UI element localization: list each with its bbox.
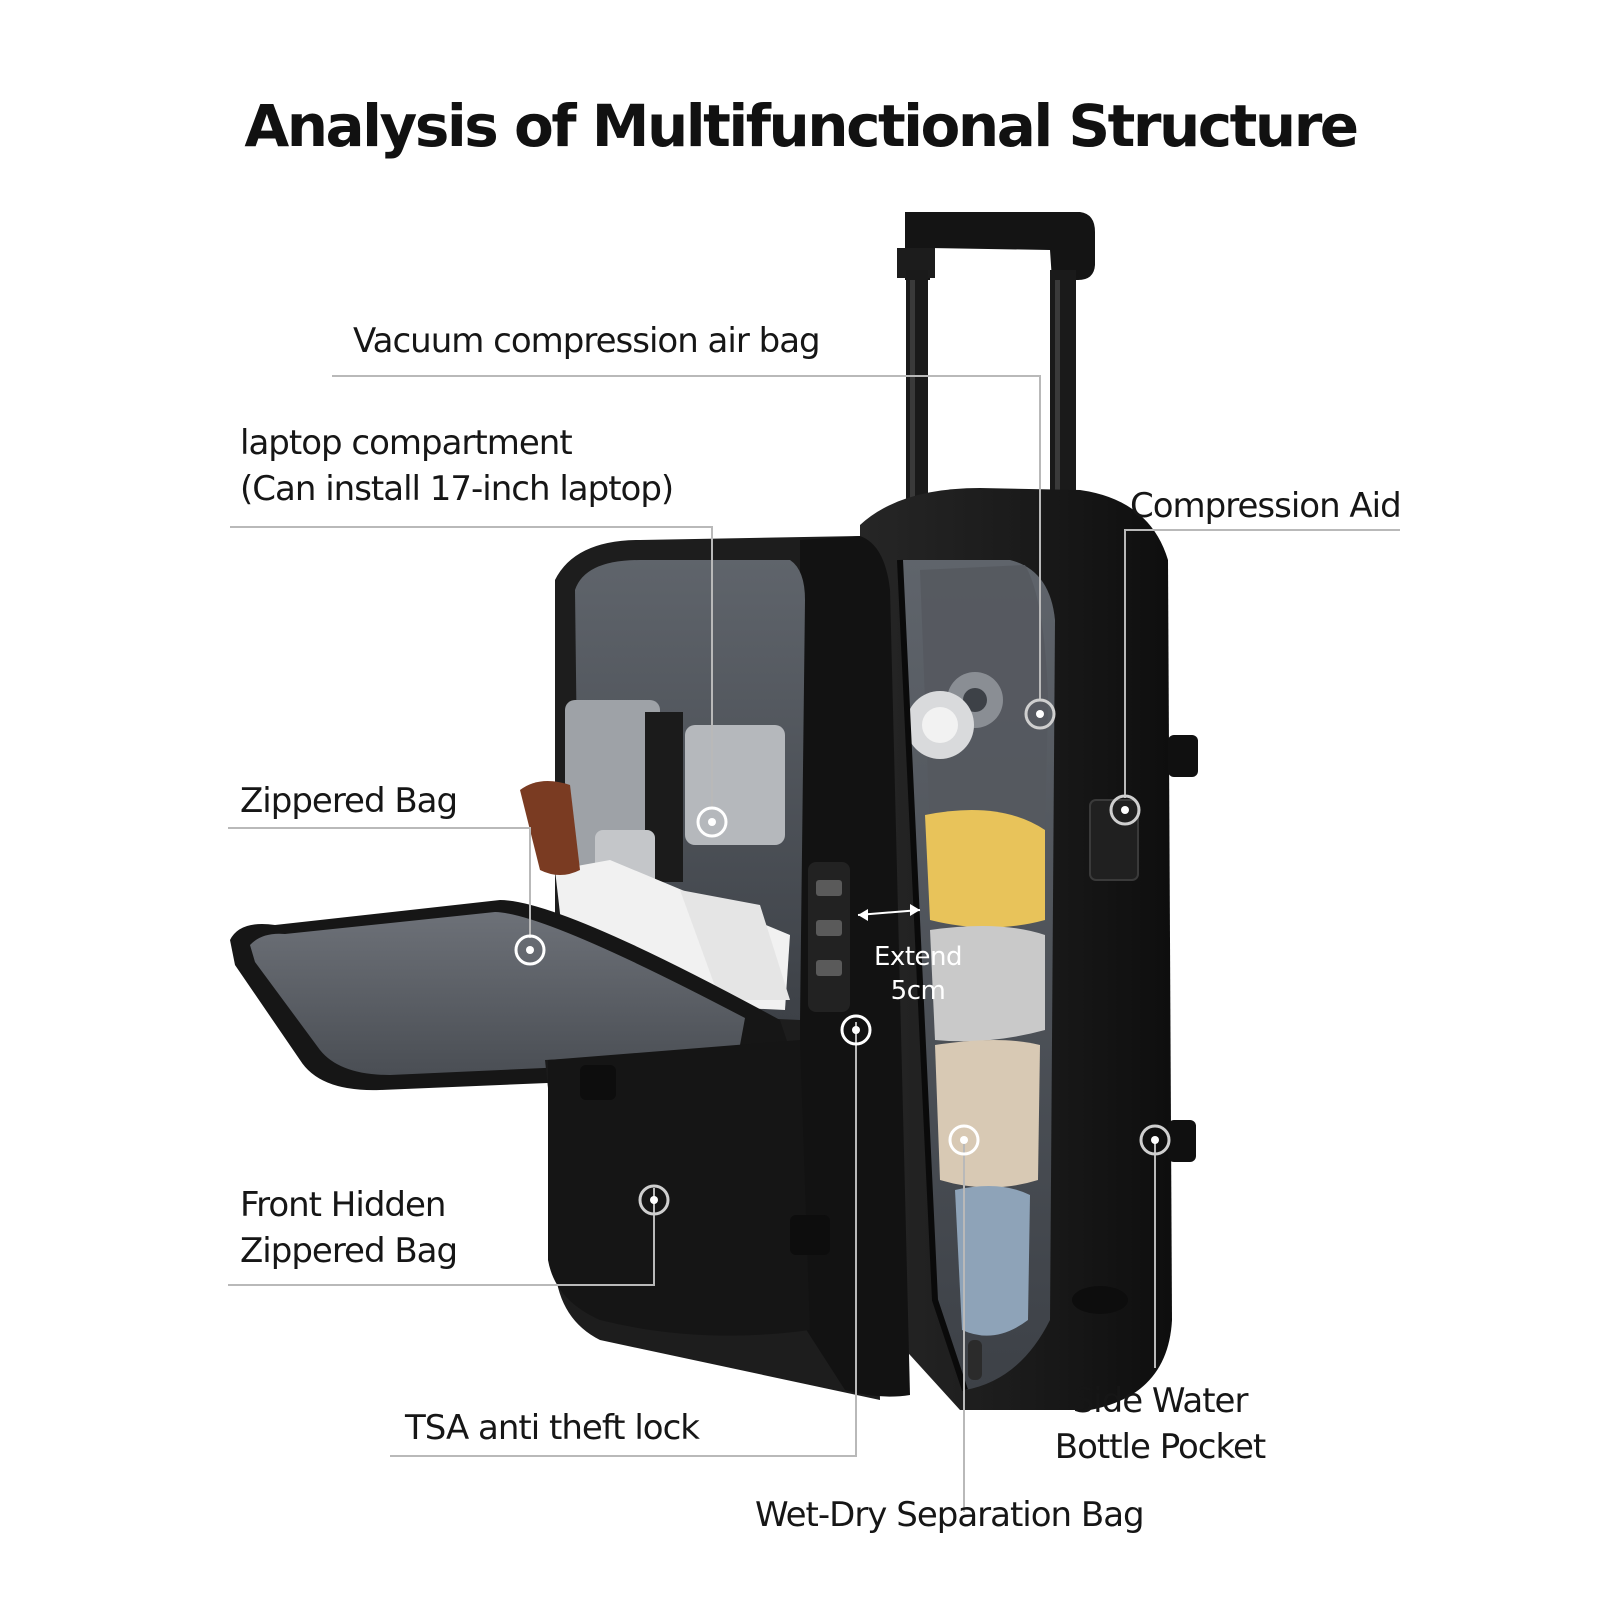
label-vacuum-air-bag: Vacuum compression air bag [353,321,821,361]
marker-front-hidden-icon [638,1184,670,1216]
label-compression-aid: Compression Aid [1130,486,1402,526]
marker-zippered-bag-icon [514,934,546,966]
label-side-bottle-line2: Bottle Pocket [1054,1427,1266,1467]
open-front-flap [230,900,830,1336]
marker-laptop-icon [696,806,728,838]
leader-laptop [230,526,713,810]
leader-tsa-lock [390,1022,857,1457]
leader-vacuum [332,375,1041,700]
marker-vacuum-icon [1024,698,1056,730]
marker-side-bottle-icon [1139,1124,1171,1156]
extend-arrow [857,904,921,921]
label-extend-line1: Extend [874,942,963,972]
label-side-bottle-line1: Side Water [1072,1381,1249,1421]
label-extend: Extend 5cm [858,940,978,1008]
label-wet-dry-bag: Wet-Dry Separation Bag [755,1495,1145,1535]
marker-wet-dry-icon [948,1124,980,1156]
label-extend-line2: 5cm [890,976,946,1006]
marker-compression-aid-icon [1109,794,1141,826]
laptop-compartment [520,560,805,1020]
label-laptop-line1: laptop compartment [240,423,573,463]
leader-front-hidden [228,1188,655,1286]
label-zippered-bag: Zippered Bag [240,781,458,821]
label-front-hidden-line1: Front Hidden [240,1185,446,1225]
callout-markers [514,698,1171,1216]
leader-lines [228,375,1400,1512]
marker-tsa-lock-icon [840,1014,872,1046]
leader-zippered-bag [228,827,531,938]
label-laptop-line2: (Can install 17-inch laptop) [240,469,674,509]
label-tsa-lock: TSA anti theft lock [405,1408,700,1448]
label-laptop-compartment: laptop compartment (Can install 17-inch … [240,420,674,512]
telescopic-handle [897,212,1095,540]
leader-compression-aid [1124,529,1400,798]
label-front-hidden-bag: Front Hidden Zippered Bag [240,1182,458,1274]
label-front-hidden-line2: Zippered Bag [240,1231,458,1271]
page-title: Analysis of Multifunctional Structure [244,92,1359,160]
label-side-bottle-pocket: Side Water Bottle Pocket [1040,1378,1280,1470]
tsa-lock [808,862,850,1012]
